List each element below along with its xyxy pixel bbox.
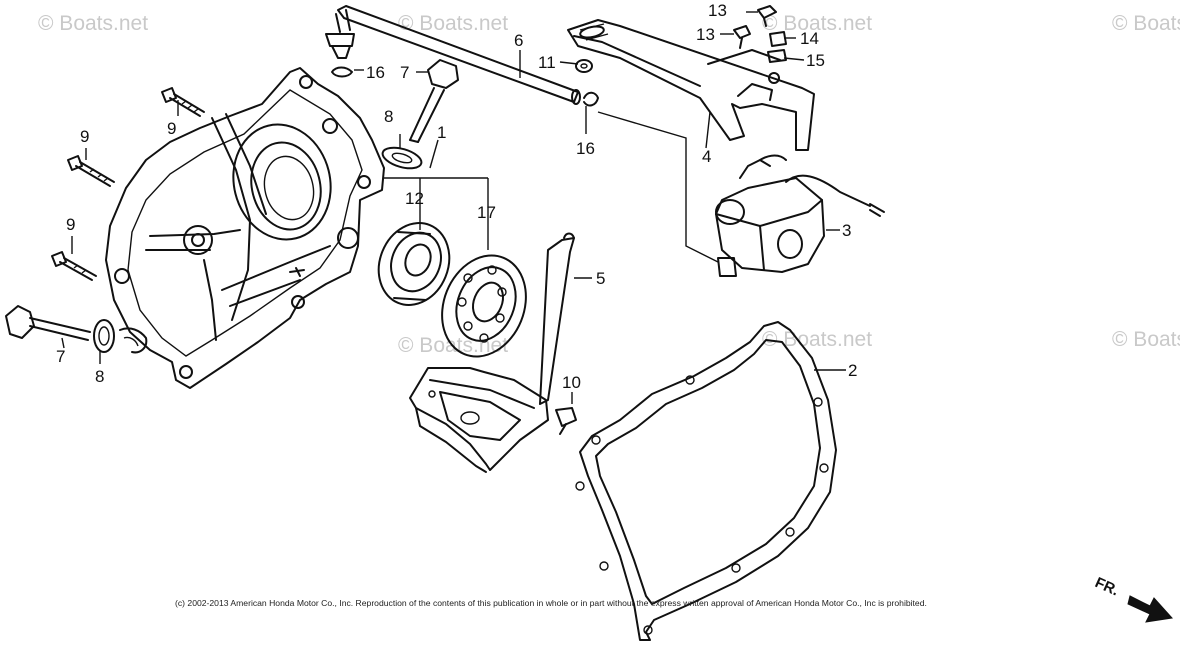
callout-13-b: 13: [696, 25, 715, 44]
copyright-notice: (c) 2002-2013 American Honda Motor Co., …: [175, 598, 927, 608]
callout-8-left: 8: [95, 367, 104, 386]
breather-tube: [325, 5, 599, 170]
callout-5: 5: [596, 269, 605, 288]
callout-12: 12: [405, 189, 424, 208]
watermark: © Boats.net: [762, 12, 872, 35]
watermark: © Boats.net: [38, 12, 148, 35]
fr-label: FR.: [1092, 574, 1121, 599]
callout-9-b: 9: [80, 127, 89, 146]
callout-15: 15: [806, 51, 825, 70]
watermark: © Boats.net: [1112, 12, 1180, 35]
watermark: © Boats.net: [398, 12, 508, 35]
callout-8-top: 8: [384, 107, 393, 126]
callout-4: 4: [702, 147, 711, 166]
callout-9-a: 9: [167, 119, 176, 138]
callout-16-left: 16: [366, 63, 385, 82]
callout-13-a: 13: [708, 1, 727, 20]
callout-11: 11: [538, 53, 556, 72]
front-direction-indicator: FR.: [1092, 574, 1173, 623]
callout-3: 3: [842, 221, 851, 240]
callout-9-c: 9: [66, 215, 75, 234]
bearing-17: [441, 254, 527, 358]
bearing-12: [377, 222, 451, 306]
oil-guide-5: [409, 232, 575, 473]
callout-6: 6: [514, 31, 523, 50]
callout-2: 2: [848, 361, 857, 380]
callout-7-top: 7: [400, 63, 409, 82]
callout-1: 1: [437, 123, 446, 142]
callout-labels: 1 2 3 4 5 6 7 7 8 8 9 9 9 10 11 12 13 13…: [56, 1, 857, 392]
bolts-9: [51, 87, 205, 281]
bolt-10: [555, 407, 577, 435]
watermarks: © Boats.net © Boats.net © Boats.net © Bo…: [38, 12, 1180, 357]
gasket-2: [575, 321, 837, 641]
callout-16-right: 16: [576, 139, 595, 158]
callout-14: 14: [800, 29, 819, 48]
bracket-4: [567, 19, 815, 151]
drain-plug-left: [5, 305, 148, 354]
crankcase-cover: [105, 67, 385, 389]
oil-alert-unit: [715, 154, 885, 277]
callout-10: 10: [562, 373, 581, 392]
callout-17: 17: [477, 203, 496, 222]
hardware-13-15: [733, 5, 787, 63]
fr-arrow-icon: [1127, 595, 1173, 623]
leader-lines: [61, 11, 846, 404]
watermark: © Boats.net: [1112, 328, 1180, 351]
callout-7-left: 7: [56, 347, 65, 366]
watermark: © Boats.net: [762, 328, 872, 351]
